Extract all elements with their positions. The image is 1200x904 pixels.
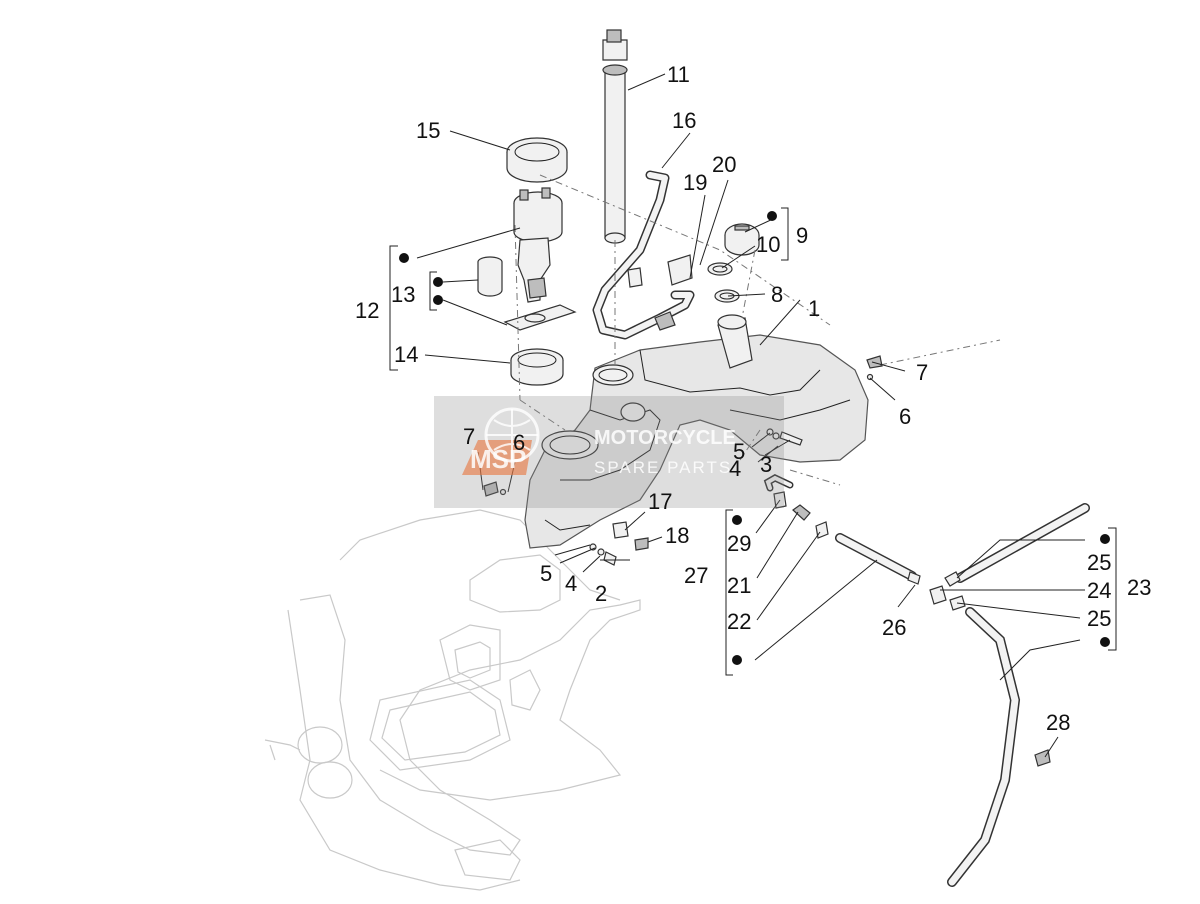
bullet-dot-icon xyxy=(433,295,443,305)
scooter-frame-outline xyxy=(264,509,641,891)
bullet-dot-icon xyxy=(1100,637,1110,647)
fuel-tank xyxy=(524,314,869,549)
callout-13: 13 xyxy=(391,282,415,307)
callout-5b: 5 xyxy=(540,561,552,586)
bracket-lines xyxy=(389,207,1117,676)
callout-labels: 1 2 3 4 4 5 5 6 6 7 7 8 9 10 11 12 13 14… xyxy=(355,62,1151,735)
leader-lines xyxy=(416,73,1085,758)
callout-24: 24 xyxy=(1087,578,1111,603)
callout-7a: 7 xyxy=(916,360,928,385)
fuel-pump xyxy=(513,187,563,303)
callout-10: 10 xyxy=(756,232,780,257)
callout-5a: 5 xyxy=(733,439,745,464)
ring-nut xyxy=(506,137,568,183)
callout-6b: 6 xyxy=(513,430,525,455)
callout-6a: 6 xyxy=(899,404,911,429)
callout-7b: 7 xyxy=(463,424,475,449)
watermark-line2: SPARE PARTS xyxy=(594,458,732,477)
callout-28: 28 xyxy=(1046,710,1070,735)
bullet-dots xyxy=(399,211,1110,665)
callout-23: 23 xyxy=(1127,575,1151,600)
callout-25a: 25 xyxy=(1087,550,1111,575)
callout-19: 19 xyxy=(683,170,707,195)
callout-1: 1 xyxy=(808,296,820,321)
callout-21: 21 xyxy=(727,573,751,598)
fuel-filter xyxy=(477,256,503,297)
bullet-dot-icon xyxy=(433,277,443,287)
callout-22: 22 xyxy=(727,609,751,634)
callout-9: 9 xyxy=(796,223,808,248)
callout-12: 12 xyxy=(355,298,379,323)
seal-8 xyxy=(714,289,740,303)
watermark: MSP MOTORCYCLE SPARE PARTS xyxy=(434,396,784,508)
bullet-dot-icon xyxy=(767,211,777,221)
gasket-ring xyxy=(510,348,564,386)
small-fittings xyxy=(483,355,1051,767)
watermark-line1: MOTORCYCLE xyxy=(594,427,736,449)
bullet-dot-icon xyxy=(732,515,742,525)
callout-27: 27 xyxy=(684,563,708,588)
strainer xyxy=(503,304,577,331)
bullet-dot-icon xyxy=(1100,534,1110,544)
assembly-axes xyxy=(514,174,1001,486)
callout-26: 26 xyxy=(882,615,906,640)
bullet-dot-icon xyxy=(399,253,409,263)
callout-18: 18 xyxy=(665,523,689,548)
fuel-level-sensor xyxy=(602,29,628,244)
callout-2: 2 xyxy=(595,581,607,606)
vent-hose xyxy=(592,170,695,340)
bullet-dot-icon xyxy=(732,655,742,665)
callout-25b: 25 xyxy=(1087,606,1111,631)
callout-11: 11 xyxy=(667,62,690,87)
callout-14: 14 xyxy=(394,342,418,367)
callout-29: 29 xyxy=(727,531,751,556)
callout-16: 16 xyxy=(672,108,696,133)
drain-hoses xyxy=(763,474,1090,887)
callout-8: 8 xyxy=(771,282,783,307)
callout-15: 15 xyxy=(416,118,440,143)
callout-3: 3 xyxy=(760,452,772,477)
callout-4a: 4 xyxy=(729,456,741,481)
bracket xyxy=(627,254,693,288)
seal-10 xyxy=(707,262,733,276)
callout-20: 20 xyxy=(712,152,736,177)
callout-4b: 4 xyxy=(565,571,577,596)
watermark-logo: MSP xyxy=(470,444,526,474)
callout-17: 17 xyxy=(648,489,672,514)
filler-cap xyxy=(724,223,760,256)
